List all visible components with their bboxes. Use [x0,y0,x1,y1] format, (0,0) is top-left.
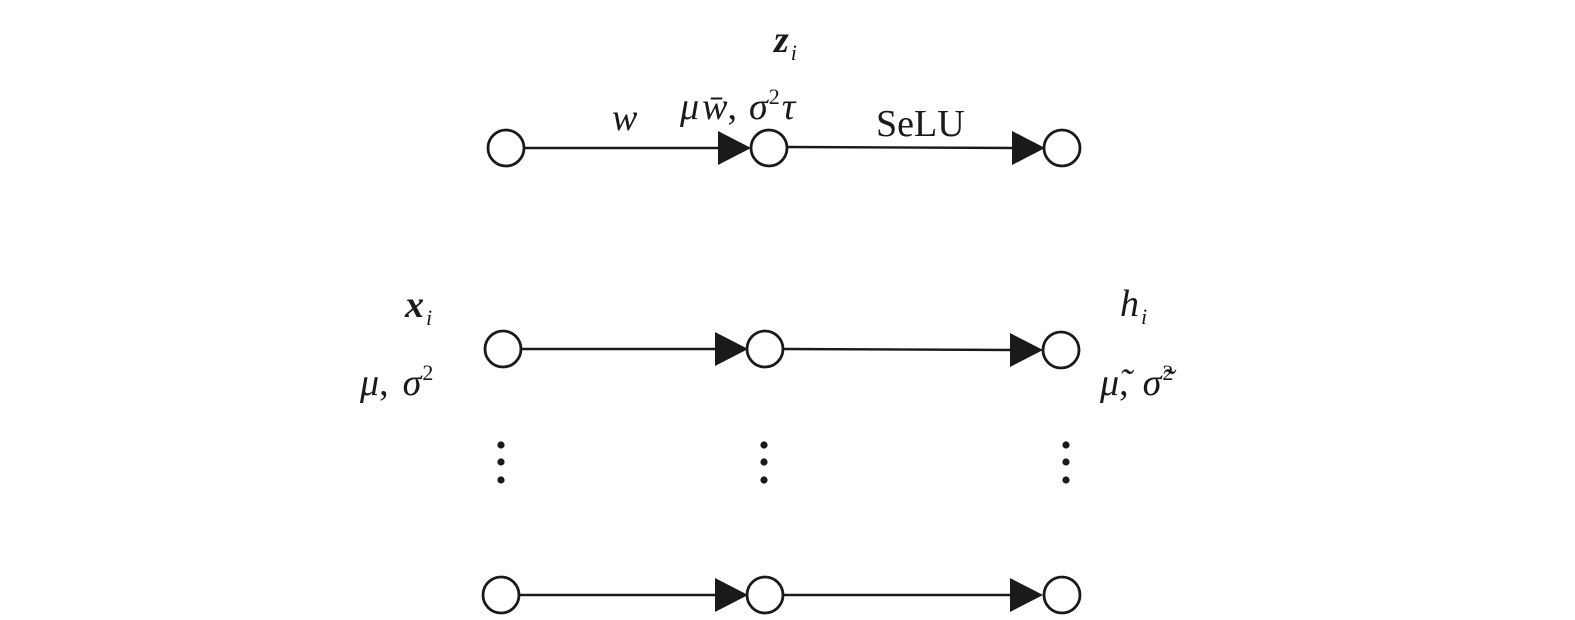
arrowhead-icon [1012,131,1045,165]
vertical-ellipsis-left [497,441,505,484]
arrowhead-icon [718,131,751,165]
node-z-neuron [745,329,785,369]
node-x [483,329,523,369]
row-neuron-1 [483,329,1081,370]
label-z-distribution: μw̄,σ2τ [679,84,797,128]
node-z-n [745,575,785,615]
label-activation: SeLU [876,103,965,145]
label-x: xi [404,284,432,330]
edge-z-to-output [787,145,1017,150]
vertical-ellipsis-middle [760,441,768,484]
edge-z-to-h [782,347,1015,352]
arrowhead-icon [715,578,748,612]
node-h [1041,330,1081,370]
label-h: hi [1120,283,1147,329]
label-x-distribution: μ,σ2 [359,360,433,404]
arrowhead-icon [1010,578,1043,612]
node-output [1042,128,1082,168]
row-neuron-n [481,575,1082,615]
node-z [749,128,789,168]
label-h-distribution: μ̃,σ̃2 [1099,360,1177,404]
arrowhead-icon [715,332,748,366]
node-input [486,128,526,168]
label-z: zi [772,19,797,65]
row-example-layer [486,128,1082,168]
node-x-n [481,575,521,615]
vertical-ellipsis-right [1062,441,1070,484]
label-weight: w [612,97,638,139]
arrowhead-icon [1010,333,1043,367]
node-h-n [1042,575,1082,615]
